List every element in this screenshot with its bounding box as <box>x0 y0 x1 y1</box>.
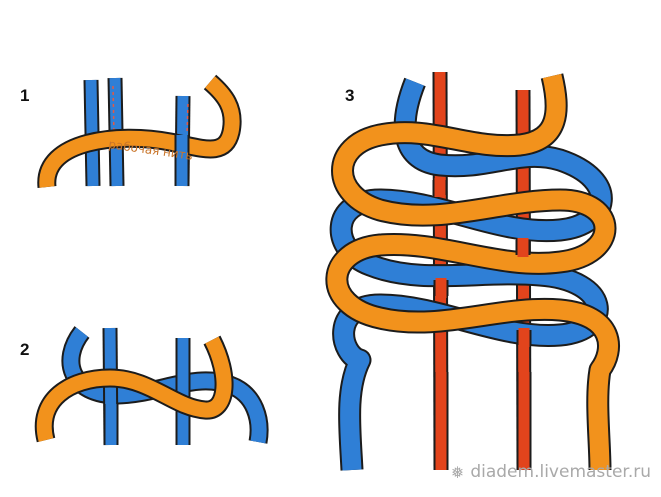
step-3-illustration <box>325 71 620 471</box>
step-number-2: 2 <box>20 340 30 359</box>
step-number-1: 1 <box>20 86 30 105</box>
step-1-orange-working-thread <box>37 74 242 188</box>
watermark: ❅ diadem.livemaster.ru <box>451 462 651 482</box>
step-1-illustration: рабочая нить <box>37 74 242 188</box>
step-3-orange-thread <box>325 73 620 471</box>
step-2-orange-working-thread <box>34 335 234 443</box>
snowflake-icon: ❅ <box>450 462 465 482</box>
watermark-text: diadem.livemaster.ru <box>470 462 651 482</box>
step-2-illustration <box>34 326 269 446</box>
step-number-3: 3 <box>345 86 355 105</box>
